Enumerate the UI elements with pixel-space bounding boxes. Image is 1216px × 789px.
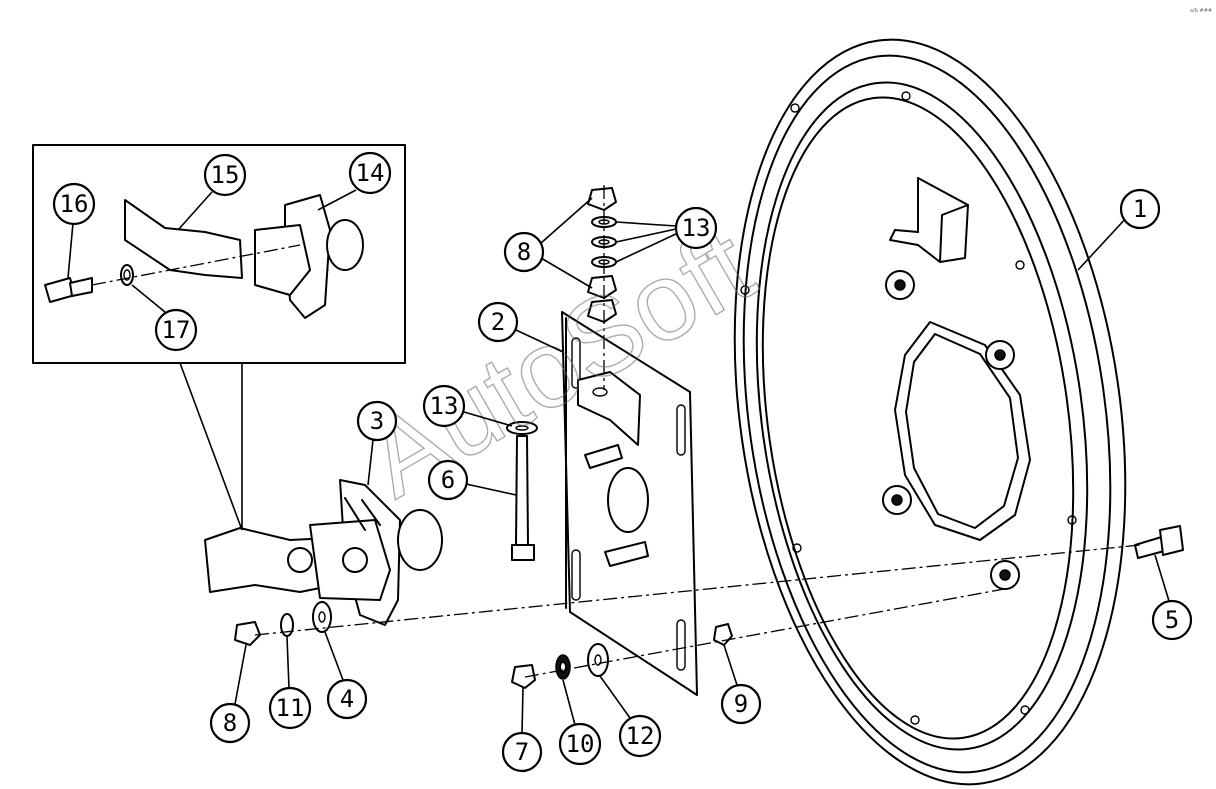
callout-8-bottom: 8	[209, 702, 251, 744]
callout-6: 6	[427, 459, 469, 501]
callout-7: 7	[501, 731, 543, 773]
hardware-front	[234, 525, 1184, 689]
callout-17: 17	[154, 308, 198, 352]
callout-2: 2	[477, 301, 519, 343]
svg-text:6: 6	[441, 466, 455, 494]
part-2-mounting-plate	[561, 311, 698, 696]
svg-text:2: 2	[491, 308, 505, 336]
callout-12: 12	[618, 714, 662, 758]
callout-16: 16	[52, 182, 96, 226]
svg-text:1: 1	[1133, 195, 1147, 223]
callout-8-top: 8	[503, 231, 545, 273]
callout-13-middle: 13	[422, 384, 466, 428]
callout-5: 5	[1151, 599, 1193, 641]
callout-1: 1	[1119, 188, 1161, 230]
svg-text:9: 9	[734, 690, 748, 718]
svg-text:8: 8	[223, 709, 237, 737]
part-6-bolt	[506, 421, 538, 561]
callout-13-top: 13	[674, 206, 718, 250]
svg-text:16: 16	[60, 190, 89, 218]
svg-text:7: 7	[515, 738, 529, 766]
svg-text:8: 8	[517, 238, 531, 266]
callout-10: 10	[558, 722, 602, 766]
part-1-ring-flange	[733, 38, 1127, 786]
svg-text:13: 13	[430, 392, 459, 420]
svg-text:17: 17	[162, 316, 191, 344]
svg-text:15: 15	[211, 161, 240, 189]
svg-text:12: 12	[626, 722, 655, 750]
svg-text:5: 5	[1165, 606, 1179, 634]
watermark-text: AutoSoft	[346, 203, 773, 520]
callout-3: 3	[356, 400, 398, 442]
callout-4: 4	[326, 678, 368, 720]
part-3-latch-assembly	[204, 479, 443, 626]
callout-15: 15	[203, 153, 247, 197]
svg-text:11: 11	[276, 694, 305, 722]
callout-9: 9	[720, 683, 762, 725]
callouts: 1 2 3 4 5 6	[52, 151, 1193, 773]
corner-mark: a/b ###	[1190, 8, 1212, 14]
svg-text:3: 3	[370, 407, 384, 435]
callout-11: 11	[268, 686, 312, 730]
svg-text:10: 10	[566, 730, 595, 758]
assembly-centerlines	[254, 544, 1141, 678]
callout-14: 14	[348, 151, 392, 195]
svg-text:14: 14	[356, 159, 385, 187]
svg-text:4: 4	[340, 685, 354, 713]
svg-text:13: 13	[682, 214, 711, 242]
